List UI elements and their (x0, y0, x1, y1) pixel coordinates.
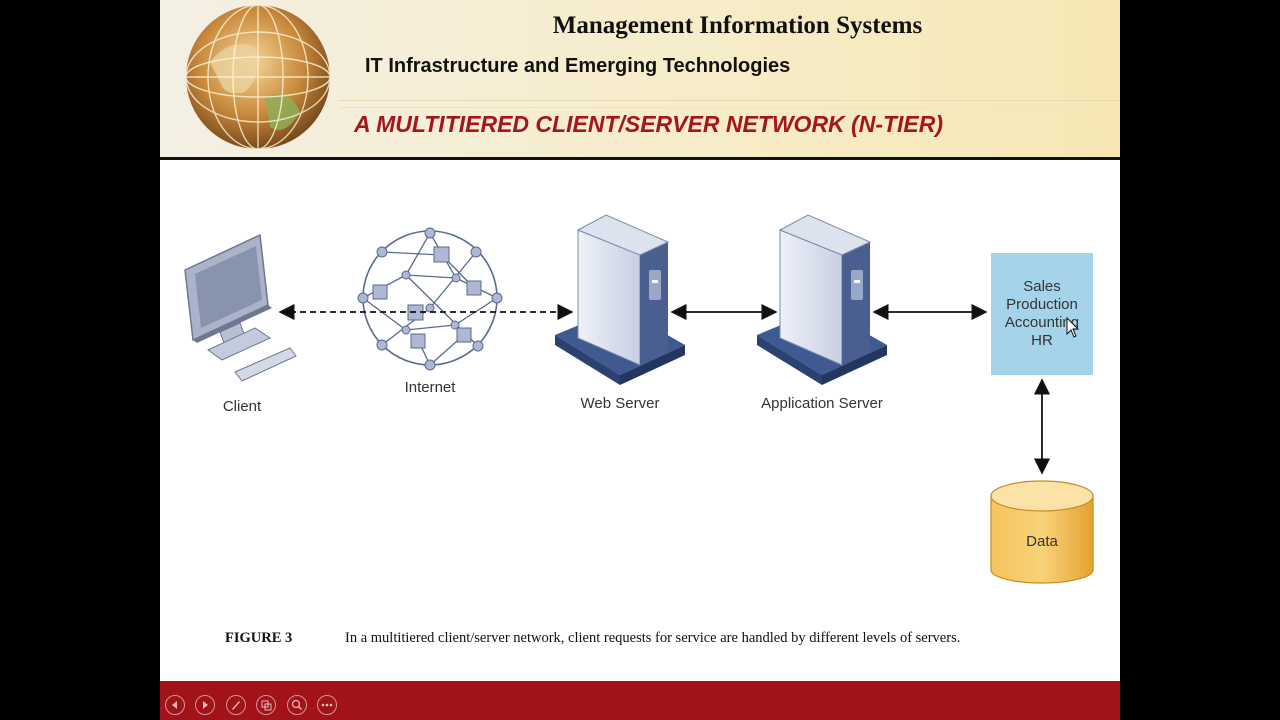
function-hr: HR (1031, 332, 1053, 349)
figure-caption: FIGURE 3 In a multitiered client/server n… (225, 630, 960, 647)
function-accounting: Accounting (1005, 314, 1079, 331)
slide-header: Management Information Systems IT Infras… (160, 0, 1120, 157)
header-decoration (340, 100, 1120, 108)
slide-title: A MULTITIERED CLIENT/SERVER NETWORK (N-T… (354, 111, 944, 137)
more-options-button[interactable] (317, 695, 337, 715)
slides-icon (261, 700, 272, 711)
application-server-label: Application Server (761, 395, 883, 412)
globe-icon (185, 4, 330, 150)
internet-label: Internet (405, 379, 457, 396)
slide: Management Information Systems IT Infras… (160, 0, 1120, 720)
see-all-slides-button[interactable] (256, 695, 276, 715)
web-server-icon (555, 214, 685, 385)
application-server-icon (757, 214, 887, 385)
zoom-icon (291, 699, 303, 711)
pen-tool-button[interactable] (226, 695, 246, 715)
data-label: Data (1026, 533, 1058, 550)
figure-label: FIGURE 3 (225, 630, 293, 646)
client-label: Client (223, 398, 262, 415)
zoom-button[interactable] (287, 695, 307, 715)
pen-icon (232, 701, 240, 710)
database-icon (990, 480, 1094, 584)
client-computer-icon (184, 233, 297, 382)
more-icon (321, 703, 333, 707)
previous-icon (172, 701, 177, 709)
mouse-cursor-icon (1066, 316, 1080, 338)
chapter-subtitle: IT Infrastructure and Emerging Technolog… (365, 55, 791, 77)
caption-text: In a multitiered client/server network, … (345, 630, 961, 646)
function-production: Production (1006, 296, 1078, 313)
next-icon (203, 701, 208, 709)
web-server-label: Web Server (581, 395, 660, 412)
functions-box (991, 253, 1093, 375)
header-divider (160, 157, 1120, 160)
previous-slide-button[interactable] (165, 695, 185, 715)
course-title: Management Information Systems (552, 12, 923, 39)
n-tier-diagram: Client Internet (184, 214, 1094, 584)
function-sales: Sales (1023, 278, 1061, 295)
next-slide-button[interactable] (195, 695, 215, 715)
